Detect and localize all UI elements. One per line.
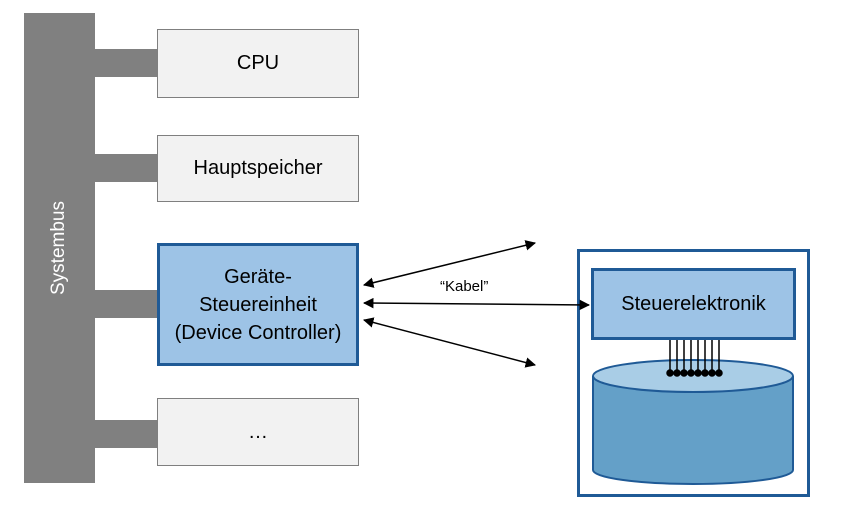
bus-stub-memory: [95, 154, 158, 182]
system-bus: [24, 13, 95, 483]
controller-label-line2: Steuereinheit: [199, 293, 317, 316]
other-label: …: [248, 420, 268, 443]
bus-stub-controller: [95, 290, 158, 318]
memory-label: Hauptspeicher: [193, 157, 323, 179]
read-heads-icon: [666, 340, 723, 377]
controller-label-line3: (Device Controller): [174, 321, 342, 344]
device-controller-box: Geräte- Steuereinheit (Device Controller…: [157, 243, 359, 366]
cable-arrow-up: [362, 240, 537, 288]
cable-arrows: [362, 240, 591, 368]
cpu-label: CPU: [236, 52, 280, 74]
bus-stub-other: [95, 420, 158, 448]
steuerelektronik-label: Steuerelektronik: [621, 292, 766, 315]
cpu-box: CPU: [157, 29, 359, 98]
bus-stub-cpu: [95, 49, 158, 77]
steuerelektronik-box: Steuerelektronik: [591, 268, 796, 340]
cable-arrow-down: [362, 317, 537, 368]
controller-label-line1: Geräte-: [224, 265, 292, 288]
other-box: …: [157, 398, 359, 466]
disk-icon: [592, 359, 794, 485]
cable-arrow-main: [362, 297, 591, 311]
memory-box: Hauptspeicher: [157, 135, 359, 202]
